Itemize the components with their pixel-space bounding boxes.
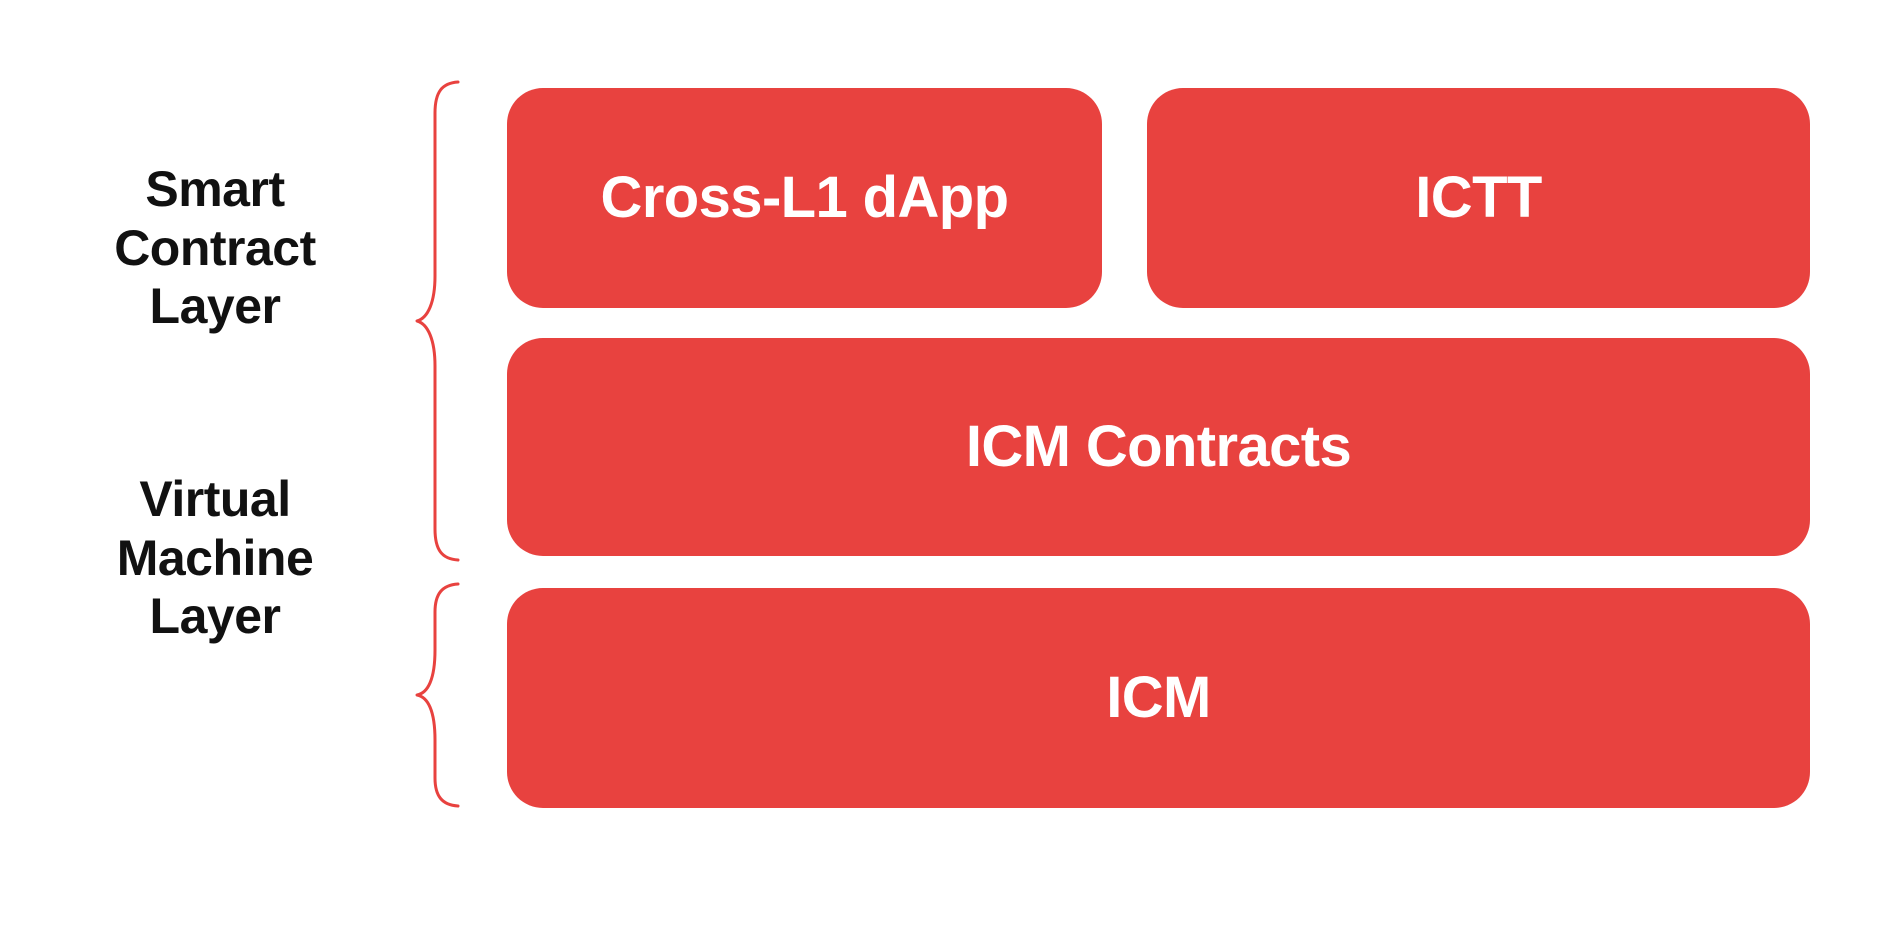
layer-label-smart-contract: Smart Contract Layer [114, 161, 316, 334]
box-icm-contracts[interactable]: ICM Contracts [507, 338, 1810, 556]
box-label-icm-contracts: ICM Contracts [965, 414, 1352, 479]
layer-label-virtual-machine: Virtual Machine Layer [116, 471, 314, 644]
box-cross-l1-dapp[interactable]: Cross-L1 dApp [507, 88, 1102, 308]
curly-brace-icon-virtual-machine [415, 582, 460, 808]
box-icm[interactable]: ICM [507, 588, 1810, 808]
box-ictt[interactable]: ICTT [1147, 88, 1810, 308]
curly-brace-icon-smart-contract [415, 80, 460, 562]
box-label-cross-l1-dapp: Cross-L1 dApp [600, 165, 1009, 230]
box-label-icm: ICM [1106, 665, 1211, 730]
box-label-ictt: ICTT [1415, 165, 1542, 230]
